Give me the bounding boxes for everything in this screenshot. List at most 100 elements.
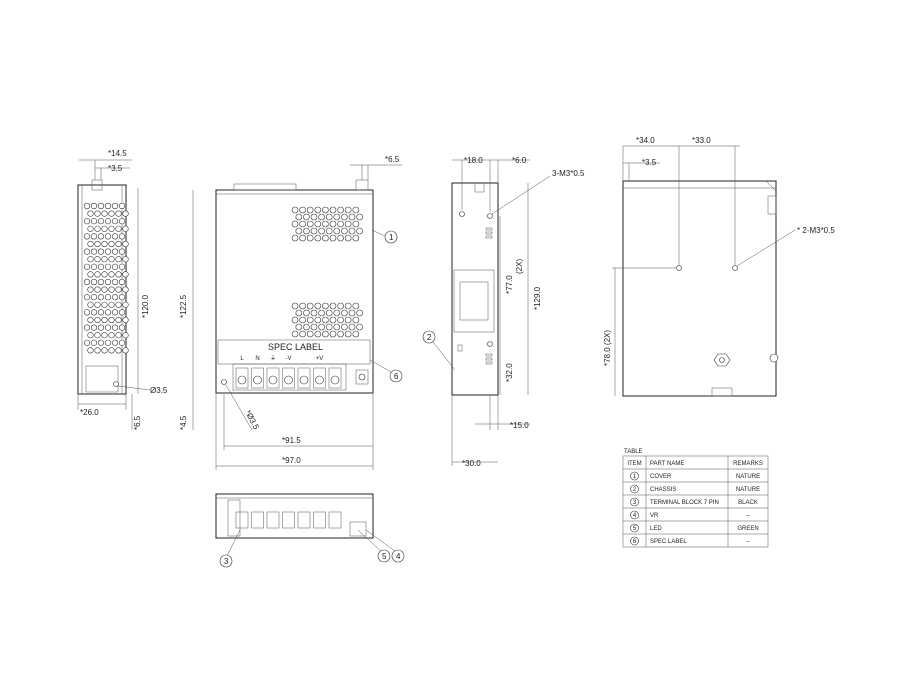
vent-hole (352, 316, 360, 324)
right-screw-2 (487, 213, 493, 219)
vent-hole (97, 278, 105, 286)
vent-hole (295, 323, 303, 331)
vent-hole (122, 256, 129, 263)
table-part-cell: COVER (650, 474, 672, 480)
vent-hole (314, 302, 322, 310)
vent-hole (306, 206, 314, 214)
vent-hole (310, 309, 318, 317)
vent-hole (322, 316, 329, 324)
vent-hole (90, 248, 98, 255)
right-screw-note: 3-M3*0.5 (552, 169, 585, 178)
vent-hole (291, 220, 299, 228)
table-remark-cell: -- (746, 539, 750, 545)
vent-hole (122, 332, 129, 339)
vent-hole (115, 271, 122, 278)
vent-hole (329, 302, 337, 310)
left-dim-hole: Ø3.5 (150, 386, 168, 395)
vent-hole (87, 256, 94, 263)
right-screw-3 (487, 341, 493, 347)
callout-5-text: 5 (382, 552, 387, 561)
terminal-screw (253, 375, 262, 385)
table-item-circle (630, 510, 639, 520)
table-header-cell: PART NAME (650, 461, 684, 467)
vent-hole (329, 330, 337, 338)
vent-hole (90, 202, 98, 210)
terminal-screw (299, 375, 309, 385)
vent-hole (83, 233, 91, 240)
vent-hole (115, 210, 122, 217)
table-item-circle (630, 536, 639, 546)
back-ground-screw (769, 353, 779, 363)
vent-hole (306, 316, 314, 324)
vent-hole (97, 263, 105, 270)
vent-hole (101, 347, 108, 354)
vent-hole (348, 323, 356, 331)
vent-hole (87, 286, 94, 293)
vent-hole (87, 240, 94, 248)
right-dim-18: *18.0 (464, 156, 483, 165)
table-item-cell: 5 (633, 526, 637, 532)
vent-hole (87, 225, 94, 232)
vent-hole (329, 206, 337, 214)
front-dim-122-5: *122.5 (179, 294, 188, 318)
vent-hole (90, 324, 98, 331)
table-part-cell: TERMINAL BLOCK 7 PIN (650, 500, 719, 506)
vent-hole (341, 227, 348, 235)
vent-hole (122, 210, 129, 217)
terminal-screw (284, 375, 293, 385)
vent-hole (83, 339, 91, 346)
vent-hole (314, 206, 322, 214)
table-outline (622, 455, 769, 548)
left-bracket (85, 365, 119, 393)
vent-hole (83, 278, 91, 286)
callout-1-text: 1 (389, 233, 394, 242)
back-view: *34.0 *33.0 *3.5 * 2-M3*0.5 *78.0 (2X) (603, 136, 835, 397)
front-dim-6-5: *6.5 (385, 155, 400, 164)
vent-hole (341, 323, 348, 331)
vent-hole (122, 240, 129, 248)
bottom-terminal-block (235, 511, 342, 529)
vent-hole (115, 347, 122, 354)
front-dim-hole: *Ø3.5 (243, 409, 261, 432)
left-dim-6-5: *6.5 (133, 415, 142, 430)
vent-hole (97, 202, 105, 210)
vent-hole (314, 234, 322, 242)
vent-hole (108, 347, 115, 354)
terminal-label: ⏚ (270, 355, 276, 362)
terminal-screw (330, 375, 340, 385)
vent-hole (94, 210, 101, 217)
vent-hole (108, 286, 115, 293)
vent-hole (101, 301, 108, 308)
vent-hole (90, 339, 98, 346)
side-slot (485, 227, 493, 231)
vent-hole (299, 220, 306, 228)
vent-hole (306, 302, 314, 310)
side-slot (485, 361, 493, 365)
vent-hole (344, 220, 352, 228)
vent-hole (104, 248, 112, 255)
vent-hole (344, 302, 352, 310)
vent-hole (90, 233, 98, 240)
front-vr-knob (358, 373, 366, 381)
vent-hole (299, 330, 306, 338)
table-part-cell: SPEC LABEL (650, 539, 687, 545)
vent-hole (310, 323, 318, 331)
vent-hole (108, 271, 115, 278)
vent-hole (83, 324, 91, 331)
vent-hole (337, 302, 344, 310)
table-remark-cell: NATURE (736, 487, 760, 493)
callout-4-circle (391, 549, 405, 563)
vent-hole (111, 278, 119, 286)
vent-hole (118, 339, 126, 346)
vent-hole (90, 263, 98, 270)
vent-hole (83, 263, 91, 270)
front-vent-bottom (291, 302, 363, 338)
vent-hole (87, 301, 94, 308)
vent-hole (303, 309, 310, 317)
table-title: TABLE (624, 449, 643, 455)
vent-hole (104, 202, 112, 210)
bottom-terminal-pin (328, 511, 342, 529)
left-dim-26: *26.0 (80, 408, 99, 417)
vent-hole (108, 316, 115, 324)
vent-hole (295, 227, 303, 235)
